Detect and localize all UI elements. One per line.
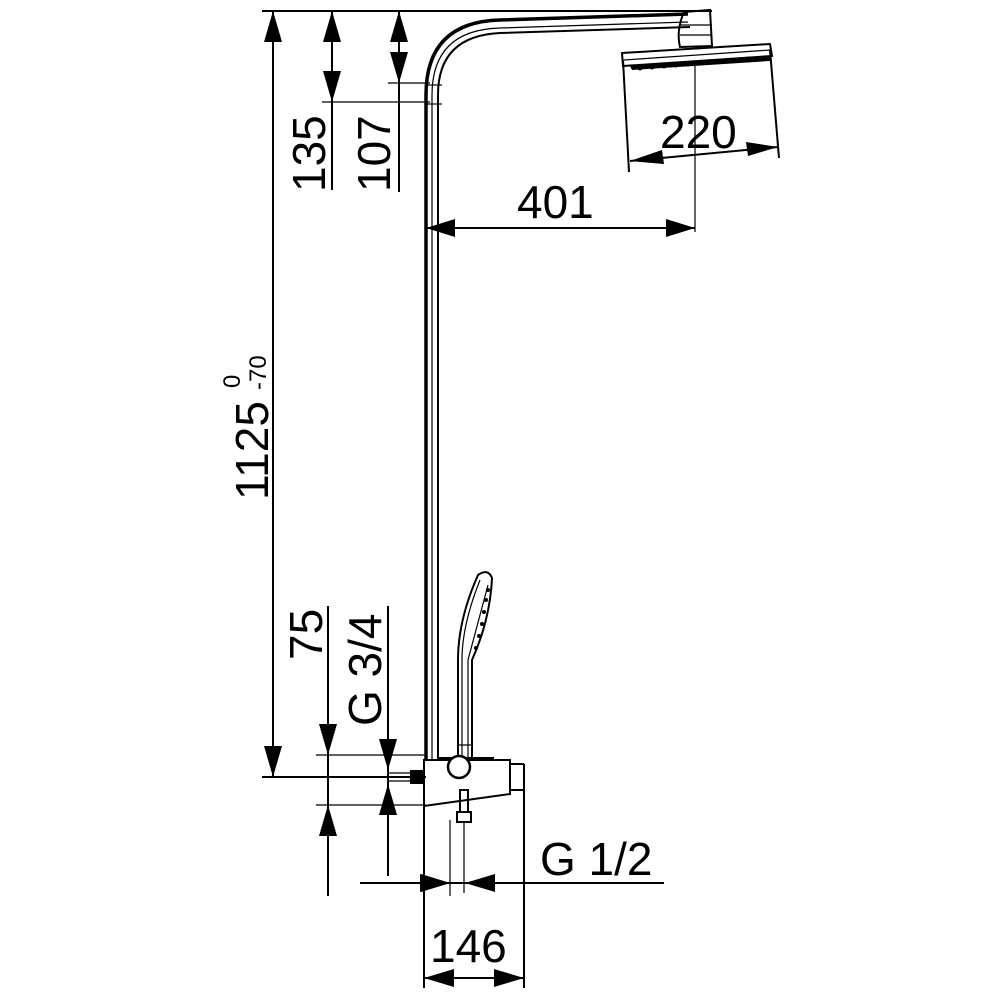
rain-shower-head: [620, 8, 780, 232]
dimension-top-135: 135: [283, 11, 430, 192]
dimension-label-g-3-4: G 3/4: [339, 613, 391, 726]
dimension-inlet-thread: G 3/4: [339, 606, 397, 876]
dimension-label-1125: 1125: [226, 401, 278, 500]
hand-shower: [438, 571, 494, 759]
dimension-label-107: 107: [348, 115, 400, 192]
dimension-label-g-1-2: G 1/2: [540, 833, 653, 885]
dimension-label-75: 75: [280, 609, 332, 660]
dimension-mixer-depth: 146: [423, 790, 525, 988]
dimension-top-107: 107: [348, 11, 430, 192]
dimension-arm-projection: 401: [426, 176, 695, 237]
mixer-handle-knob: [446, 754, 472, 780]
dimension-overall-height: 1125 0 -70: [219, 11, 426, 778]
dimension-label-401: 401: [517, 176, 594, 228]
tolerance-lower: -70: [245, 355, 272, 390]
dimension-label-135: 135: [283, 115, 335, 192]
dimension-outlet-thread: G 1/2: [360, 820, 664, 896]
riser-and-arm: [424, 12, 691, 760]
dimension-head-width: 220: [629, 106, 779, 164]
dimension-inlet-75: 75: [280, 606, 426, 896]
wall-mixer: [388, 754, 525, 893]
dimension-label-146: 146: [430, 920, 507, 972]
dimension-label-220: 220: [660, 106, 737, 158]
tolerance-upper: 0: [219, 375, 246, 388]
